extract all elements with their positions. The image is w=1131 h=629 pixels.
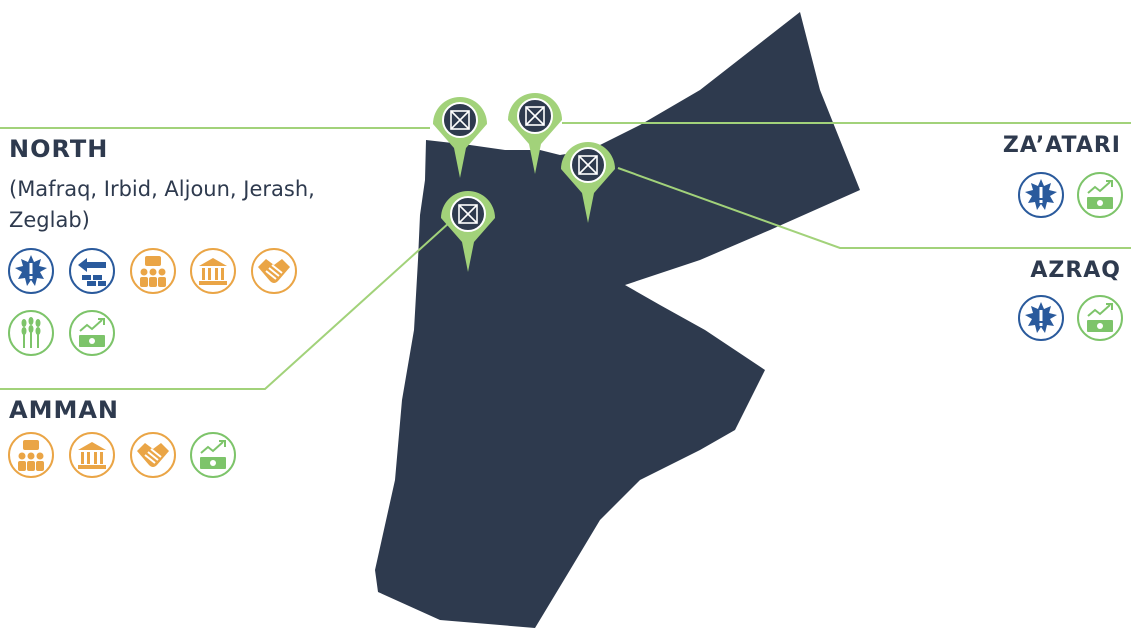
leader-line-azraq <box>617 167 1131 249</box>
north-subtitle-line2: Zeglab) <box>9 208 90 232</box>
map-pin-azraq[interactable] <box>561 142 615 223</box>
government-icon <box>190 248 236 294</box>
partnership-icon <box>251 248 297 294</box>
community-icon <box>130 248 176 294</box>
community-icon <box>8 432 54 478</box>
alert-icon <box>1018 172 1064 218</box>
network-icon <box>450 110 470 130</box>
agriculture-icon <box>8 310 54 356</box>
leader-lines <box>0 122 1131 390</box>
economy-icon <box>69 310 115 356</box>
network-icon <box>525 106 545 126</box>
alert-icon <box>1018 295 1064 341</box>
network-icon <box>578 155 598 175</box>
map-pin-amman[interactable] <box>441 191 495 272</box>
transfer-icon <box>69 248 115 294</box>
map-pins <box>433 93 615 272</box>
economy-icon <box>1077 295 1123 341</box>
jordan-country-shape <box>375 12 860 628</box>
north-subtitle-line1: (Mafraq, Irbid, Aljoun, Jerash, <box>9 177 315 201</box>
network-icon <box>458 204 478 224</box>
map-pin-north-1[interactable] <box>433 97 487 178</box>
azraq-title: AZRAQ <box>1030 258 1121 283</box>
amman-title: AMMAN <box>9 396 119 424</box>
partnership-icon <box>130 432 176 478</box>
economy-icon <box>1077 172 1123 218</box>
economy-icon <box>190 432 236 478</box>
alert-icon <box>8 248 54 294</box>
leader-line-amman <box>0 221 451 390</box>
zaatari-title: ZA’ATARI <box>1002 133 1121 158</box>
map-pin-north-2[interactable] <box>508 93 562 174</box>
government-icon <box>69 432 115 478</box>
north-title: NORTH <box>9 135 109 163</box>
